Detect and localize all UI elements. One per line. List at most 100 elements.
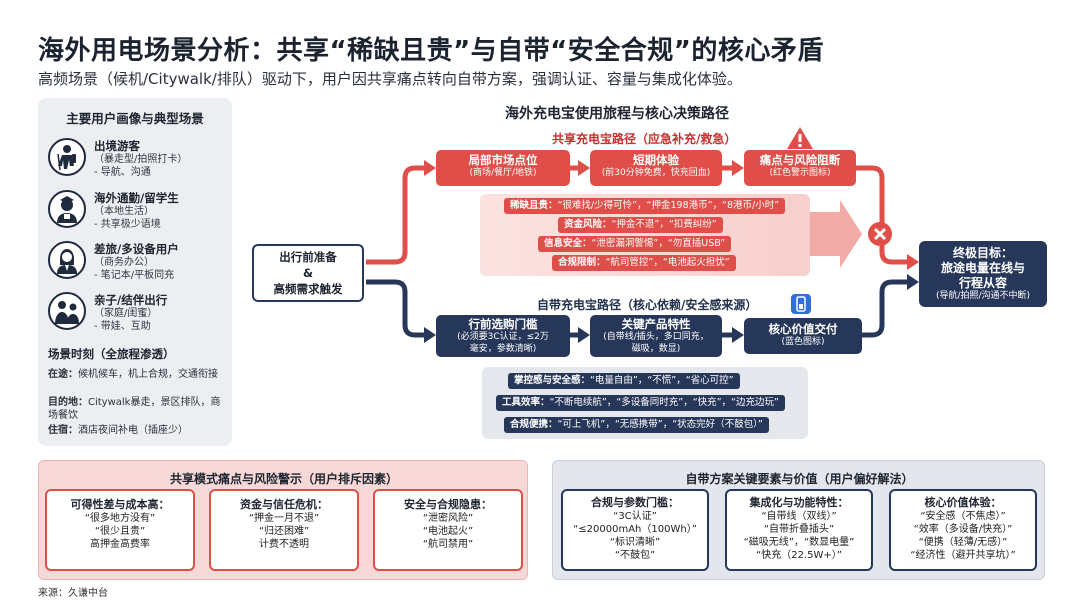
moment-label: 住宿： xyxy=(48,425,78,436)
diagram-title: 海外充电宝使用旅程与核心决策路径 xyxy=(505,106,729,122)
value-label: 合规便携： xyxy=(510,419,558,430)
own-solution-title: 自带方案关键要素与价值（用户偏好解法） xyxy=(685,472,914,486)
step-sub: 毫安，参数清晰) xyxy=(469,343,537,354)
step-title: 核心价值交付 xyxy=(768,322,838,336)
persona-desc: （商务办公） xyxy=(94,257,154,268)
step-title: 局部市场点位 xyxy=(468,153,538,167)
own-path-connector xyxy=(366,279,426,338)
shared-step-trial: 短期体验 (前30分钟免费，快充回血) xyxy=(590,150,722,186)
step-sub: (前30分钟免费，快充回血) xyxy=(601,168,711,178)
pain-text: “押金不退”，“扣费纠纷” xyxy=(611,219,717,230)
risk-card-safety: 安全与合规隐患： “泄密风险” “电池起火” “航司禁用” xyxy=(373,489,523,571)
backpacker-icon xyxy=(48,138,86,176)
step-sub: (商场/餐厅/地铁) xyxy=(469,168,537,178)
business-user-icon xyxy=(48,241,86,279)
moments-title: 场景时刻（全旅程渗透） xyxy=(48,347,175,361)
card-item: “很多地方没有” xyxy=(84,513,156,524)
pain-points-zone: 稀缺且贵：“很难找/少得可怜”，“押金198港币”，“8港币/小时” 资金风险：… xyxy=(480,194,810,276)
start-line: 出行前准备 xyxy=(279,250,337,264)
step-title: 关键产品特性 xyxy=(621,317,691,331)
moment-destination: 目的地：Citywalk暴走，景区排队，商场餐饮 xyxy=(48,396,226,422)
step-sub: 磁吸，数显) xyxy=(631,343,681,354)
card-item: “自带折叠插头” xyxy=(763,524,835,535)
goal-line: 行程从容 xyxy=(958,276,1007,290)
shared-step-block: 痛点与风险阻断 (红色警示图标) xyxy=(744,150,856,186)
card-item: “快充（22.5W+）” xyxy=(756,550,842,561)
step-title: 痛点与风险阻断 xyxy=(759,153,841,167)
value-label: 工具效率： xyxy=(502,397,550,408)
arrow-head xyxy=(907,254,919,270)
pain-label: 稀缺且贵： xyxy=(510,200,558,211)
card-title: 可得性差与成本高： xyxy=(70,498,170,511)
start-line: & xyxy=(302,266,314,280)
risk-card-availability: 可得性差与成本高： “很多地方没有” “很少且贵” 高押金高费率 xyxy=(45,489,195,571)
persona-name: 出境游客 xyxy=(94,139,140,153)
persona-family: 亲子/结伴出行 （家庭/闺蜜） - 带娃、互助 xyxy=(48,292,230,336)
solution-card-compliance: 合规与参数门槛： “3C认证” “≤20000mAh（100Wh）” “标识清晰… xyxy=(561,489,709,571)
card-title: 核心价值体验： xyxy=(924,496,1002,509)
card-item: “归还困难” xyxy=(258,526,310,537)
card-item: “电池起火” xyxy=(422,526,474,537)
moment-text: Citywalk暴走，景区排队，商场餐饮 xyxy=(48,397,221,421)
card-item: 高押金高费率 xyxy=(90,539,150,550)
goal-line: 旅途电量在线与 xyxy=(940,261,1025,275)
value-text: “可上飞机”，“无感携带”，“状态完好（不鼓包）” xyxy=(557,419,763,430)
card-item: “安全感（不焦虑）” xyxy=(920,511,1006,522)
card-title: 集成化与功能特性： xyxy=(749,496,849,509)
value-row: 工具效率：“不断电续航”，“多设备同时充”，“快充”，“边充边玩” xyxy=(496,395,785,411)
shared-path-connector xyxy=(366,165,426,265)
step-sub: (必须要3C认证，≤2万 xyxy=(457,332,549,342)
own-path-title: 自带充电宝路径（核心依赖/安全感来源） xyxy=(537,298,758,312)
pain-point-row: 稀缺且贵：“很难找/少得可怜”，“押金198港币”，“8港币/小时” xyxy=(504,198,786,214)
pain-point-row: 信息安全：“泄密漏洞警惕”，“勿直插USB” xyxy=(538,236,732,252)
arrow-head xyxy=(907,274,919,290)
arrow-head xyxy=(732,160,744,176)
arrow-head xyxy=(732,327,744,343)
arrow-head xyxy=(578,327,590,343)
value-text: “不断电续航”，“多设备同时充”，“快充”，“边充边玩” xyxy=(549,397,779,408)
shared-path-connector xyxy=(856,165,910,265)
power-bank-icon xyxy=(791,294,811,314)
shared-risk-panel: 共享模式痛点与风险警示（用户排斥因素） 可得性差与成本高： “很多地方没有” “… xyxy=(38,460,528,580)
pain-text: “航司管控”，“电池起火担忧” xyxy=(605,257,730,268)
pain-point-row: 合规限制：“航司管控”，“电池起火担忧” xyxy=(552,255,736,271)
own-step-value: 核心价值交付 (蓝色图标) xyxy=(744,318,862,354)
persona-name: 海外通勤/留学生 xyxy=(94,191,179,205)
persona-panel-title: 主要用户画像与典型场景 xyxy=(66,111,204,126)
card-item: “不鼓包” xyxy=(614,550,656,561)
persona-desc: （本地生活） xyxy=(94,206,154,217)
pain-text: “泄密漏洞警惕”，“勿直插USB” xyxy=(591,238,726,249)
pain-label: 合规限制： xyxy=(558,257,606,268)
step-sub: (红色警示图标) xyxy=(769,168,831,178)
card-item: “经济性（避开共享坑）” xyxy=(910,550,1016,561)
persona-need: - 带娃、互助 xyxy=(94,321,151,332)
student-icon xyxy=(48,190,86,228)
moment-lodging: 住宿：酒店夜间补电（插座少） xyxy=(48,424,226,437)
goal-title: 终极目标： xyxy=(952,246,1013,260)
family-icon xyxy=(48,292,86,330)
moment-label: 目的地： xyxy=(48,397,88,408)
goal-sub: (导航/拍照/沟通不中断) xyxy=(935,291,1031,301)
card-item: 计费不透明 xyxy=(259,539,309,550)
moment-label: 在途： xyxy=(48,369,78,380)
persona-need: - 笔记本/平板同充 xyxy=(94,270,175,281)
goal-node: 终极目标： 旅途电量在线与 行程从容 (导航/拍照/沟通不中断) xyxy=(919,241,1047,307)
card-title: 资金与信任危机： xyxy=(240,498,328,511)
persona-desc: （家庭/闺蜜） xyxy=(94,308,158,319)
persona-need: - 共享极少语境 xyxy=(94,219,161,230)
shared-path-title: 共享充电宝路径（应急补充/救急） xyxy=(552,132,737,146)
persona-desc: （暴走型/拍照打卡） xyxy=(94,154,188,165)
moment-text: 候机候车，机上合规，交通衔接 xyxy=(78,369,218,380)
pain-label: 资金风险： xyxy=(564,219,612,230)
value-text: “电量自由”，“不慌”，“省心可控” xyxy=(590,375,734,386)
pain-arrow xyxy=(810,200,862,268)
start-node: 出行前准备 & 高频需求触发 xyxy=(252,244,364,302)
pain-text: “很难找/少得可怜”，“押金198港币”，“8港币/小时” xyxy=(557,200,780,211)
card-item: “3C认证” xyxy=(613,511,657,522)
start-line: 高频需求触发 xyxy=(273,282,343,296)
persona-tourist: 出境游客 （暴走型/拍照打卡） - 导航、沟通 xyxy=(48,138,230,182)
risk-card-trust: 资金与信任危机： “押金一月不退” “归还困难” 计费不透明 xyxy=(209,489,359,571)
own-step-features: 关键产品特性 (自带线/插头，多口同充， 磁吸，数显) xyxy=(590,315,722,357)
shared-step-location: 局部市场点位 (商场/餐厅/地铁) xyxy=(436,150,570,186)
